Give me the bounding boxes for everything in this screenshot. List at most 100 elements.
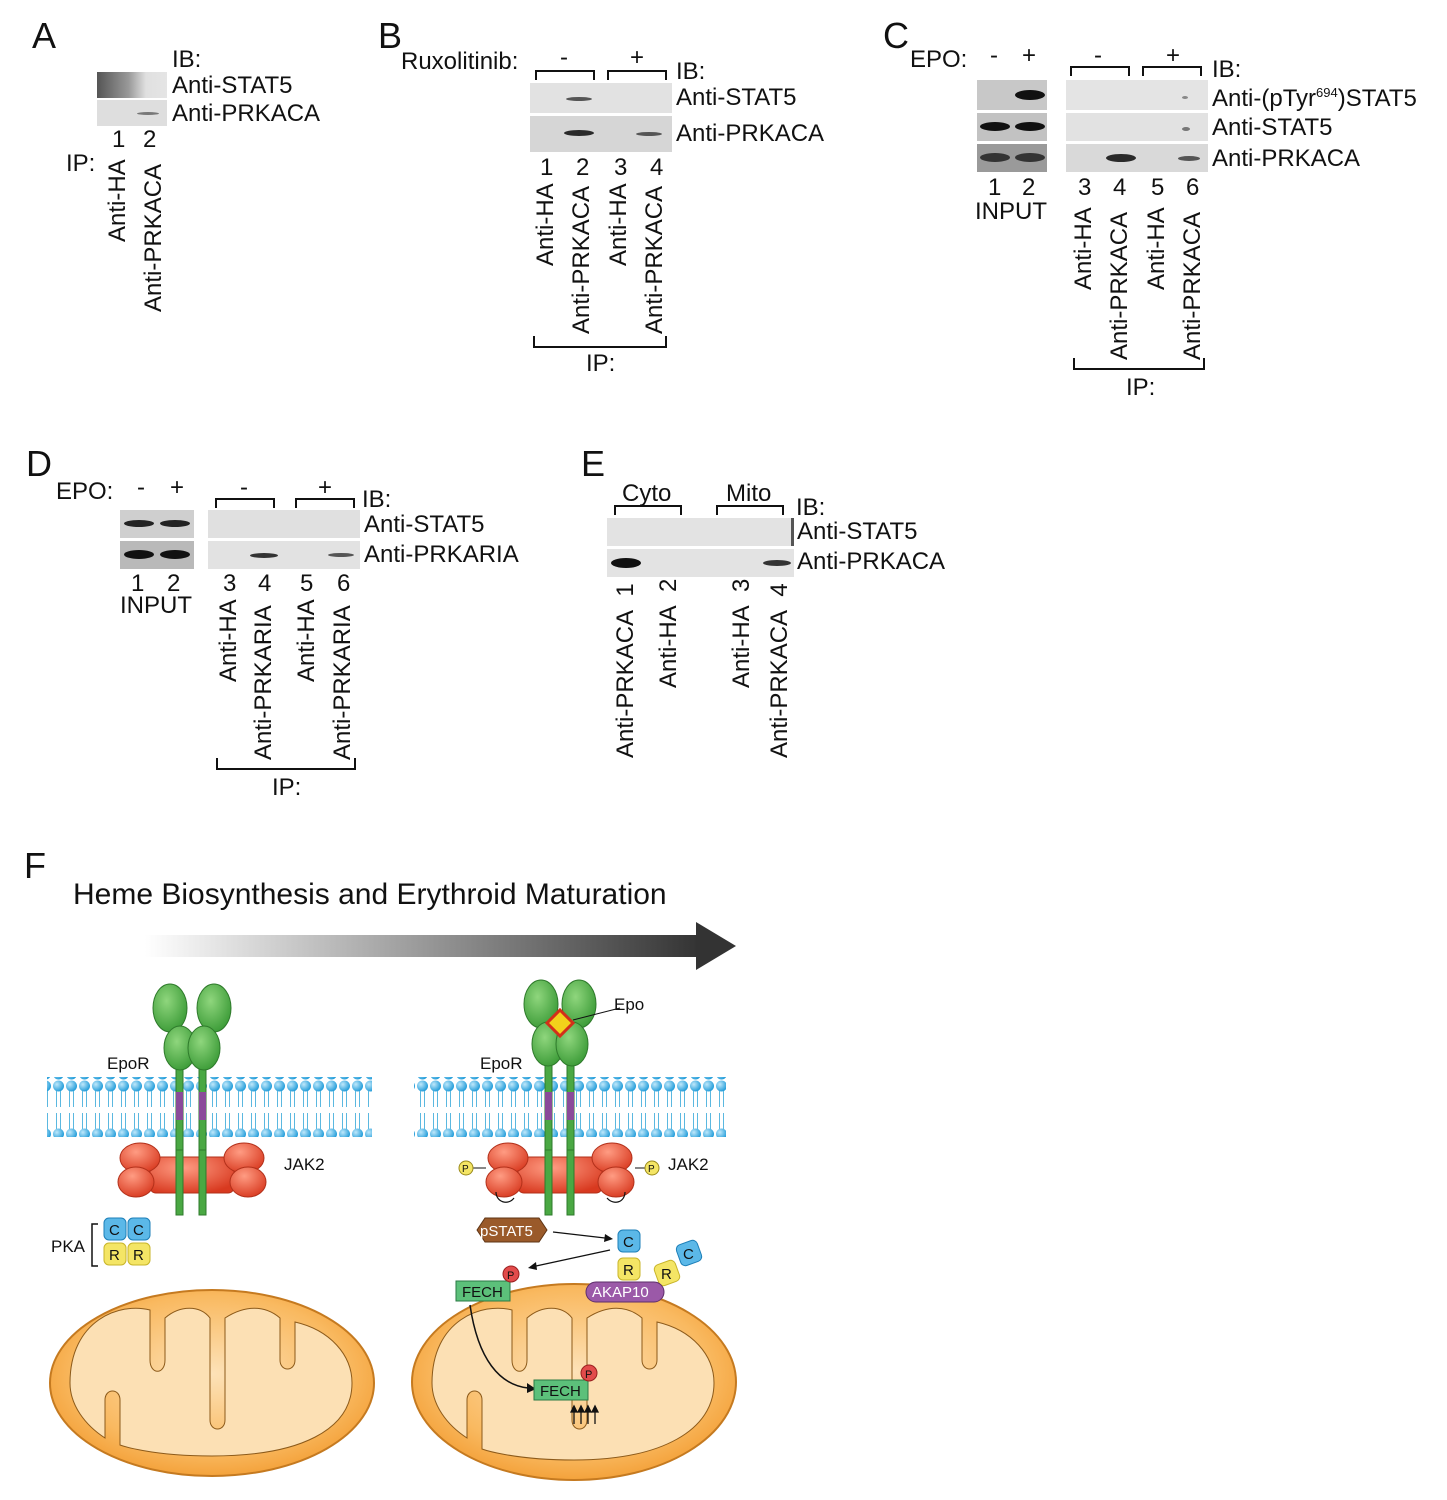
left-cell: EpoR JAK2 PKA C C R R	[47, 983, 375, 1477]
pka-c-icon	[675, 1239, 703, 1267]
row-label: Anti-PRKACA	[797, 548, 946, 575]
treatment-sign: +	[630, 44, 645, 71]
ip-label: IP:	[1126, 374, 1156, 401]
lane-number: 4	[1113, 174, 1127, 201]
row-label: Anti-STAT5	[676, 84, 797, 111]
lane-number: 3	[614, 154, 628, 181]
lane-number: 3	[223, 570, 237, 597]
treatment-sign: +	[318, 474, 333, 501]
treatment-sign: -	[137, 474, 145, 501]
treatment-sign: +	[1022, 42, 1037, 69]
ib-label: IB:	[676, 58, 706, 85]
ib-label: IB:	[796, 494, 826, 521]
blot-ip-prkaca	[1066, 144, 1208, 172]
phospho-icon	[458, 1160, 474, 1176]
akap10-label: AKAP10	[592, 1284, 649, 1301]
right-cell: Epo EpoR JAK2 P P pS	[411, 979, 737, 1481]
svg-text:R: R	[661, 1266, 672, 1283]
blot-stat5	[97, 72, 167, 98]
blot-input-stat5	[977, 113, 1047, 141]
panel-label: D	[26, 443, 52, 484]
ib-label: IB:	[172, 46, 202, 73]
treatment-sign: -	[1094, 42, 1102, 69]
svg-text:C: C	[683, 1246, 694, 1263]
fech-label: FECH	[462, 1284, 503, 1301]
pka-r-icon	[103, 1242, 127, 1266]
treatment-sign: +	[170, 474, 185, 501]
fech-icon	[455, 1280, 511, 1302]
lane-number: 6	[1186, 174, 1200, 201]
treatment-label: Ruxolitinib:	[401, 48, 519, 75]
svg-text:C: C	[109, 1222, 120, 1239]
ip-label: IP:	[66, 150, 96, 177]
blot-ip-stat5	[1066, 113, 1208, 141]
blot-prkaca	[97, 100, 167, 126]
pka-c-icon	[617, 1229, 641, 1253]
arrow-head-icon	[696, 922, 736, 970]
group-label: Cyto	[622, 480, 672, 507]
panel-label: B	[378, 15, 403, 56]
treatment-sign: -	[990, 42, 998, 69]
fech-label: FECH	[540, 1383, 581, 1400]
input-label: INPUT	[975, 198, 1047, 225]
pstat5-icon	[476, 1217, 548, 1243]
panel-label: A	[32, 15, 57, 56]
maturation-arrow	[145, 935, 700, 957]
row-label: Anti-PRKARIA	[364, 541, 519, 568]
treatment-sign: -	[240, 474, 248, 501]
jak2	[485, 1142, 635, 1198]
blot-ip-ptyr	[1066, 80, 1208, 110]
ip-bracket	[216, 768, 356, 770]
lane-number: 3	[1078, 174, 1092, 201]
svg-text:R: R	[133, 1247, 144, 1264]
row-label: Anti-PRKACA	[676, 120, 825, 147]
blot-stat5	[607, 518, 794, 546]
blot-ip-stat5	[208, 510, 360, 538]
blot-stat5	[530, 83, 672, 113]
lane-number: 2	[167, 570, 181, 597]
pka-c-icon	[103, 1217, 127, 1241]
svg-text:R: R	[623, 1262, 634, 1279]
svg-text:P: P	[648, 1164, 655, 1175]
bracket	[614, 505, 682, 507]
pka-r-icon	[617, 1257, 641, 1281]
lane-number: 1	[131, 570, 145, 597]
lane-number: 2	[143, 126, 157, 153]
epo-icon	[544, 1007, 576, 1039]
phospho-icon	[580, 1364, 598, 1382]
svg-text:P: P	[585, 1369, 592, 1381]
phospho-icon	[644, 1160, 660, 1176]
pka-label: PKA	[51, 1237, 86, 1256]
lane-number: 5	[1151, 174, 1165, 201]
row-label: Anti-PRKACA	[1212, 145, 1361, 172]
bracket	[1070, 66, 1130, 68]
treatment-label: EPO:	[56, 478, 114, 505]
svg-text:R: R	[109, 1247, 120, 1264]
treatment-sign: -	[560, 44, 568, 71]
panel-label: C	[883, 15, 909, 56]
lane-number: 2	[576, 154, 590, 181]
pka-r-icon	[653, 1259, 681, 1287]
bracket	[215, 498, 275, 500]
increase-arrows-icon	[569, 1404, 600, 1424]
blot-ip-prkaria	[208, 541, 360, 569]
blot-input-stat5	[120, 510, 194, 538]
jak2	[117, 1142, 267, 1198]
blot-prkaca	[607, 549, 794, 577]
jak2-label: JAK2	[668, 1155, 709, 1174]
svg-text:P: P	[507, 1270, 514, 1282]
ip-bracket	[533, 346, 667, 348]
treatment-label: EPO:	[910, 46, 968, 73]
panel-label: F	[24, 845, 46, 886]
group-label: Mito	[726, 480, 772, 507]
lane-number: 4	[650, 154, 664, 181]
row-label: Anti-STAT5	[172, 72, 293, 99]
row-label: Anti-STAT5	[1212, 114, 1333, 141]
svg-text:C: C	[623, 1234, 634, 1251]
row-label: Anti-PRKACA	[172, 100, 321, 127]
epor-label: EpoR	[480, 1054, 523, 1073]
pstat5-label: pSTAT5	[480, 1223, 533, 1240]
ip-bracket	[1073, 368, 1205, 370]
jak2-label: JAK2	[284, 1155, 325, 1174]
